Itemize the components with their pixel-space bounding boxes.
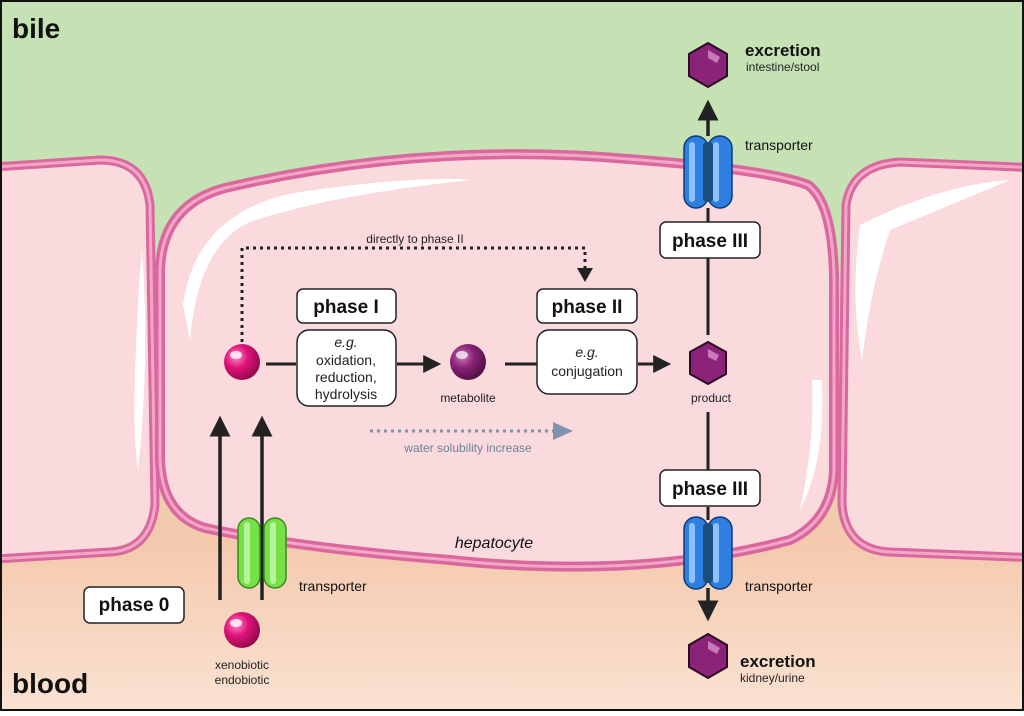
cell-highlight [183,178,470,340]
phase0-label: phase 0 [99,595,170,616]
blood-excretion-title: excretion [740,652,816,671]
blood-transporter-label: transporter [745,578,813,594]
phase1-label: phase I [313,297,378,318]
product-label: product [691,391,732,405]
direct-arrow-label: directly to phase II [366,232,463,246]
phase3-bottom-label: phase III [672,479,748,500]
input-label-line2: endobiotic [215,673,270,687]
phase3-bottom-box [659,469,761,507]
phase2-line1: conjugation [551,363,623,379]
xenobiotic-molecule-icon [224,612,260,648]
bile-excretion-sub: intestine/stool [746,60,819,74]
bile-label: bile [12,13,60,44]
bile-transporter-icon [683,135,733,209]
phase2-reaction-box [536,329,638,395]
substrate-molecule-icon [224,344,260,380]
phase1-line3: hydrolysis [315,386,377,402]
phase0-box [83,586,185,624]
metabolite-icon [450,344,486,380]
phase1-line1: oxidation, [316,352,376,368]
entry-transporter-label: transporter [299,578,367,594]
phase3-top-label: phase III [672,231,748,252]
hepatocyte-label: hepatocyte [455,535,533,552]
solubility-label: water solubility increase [403,441,532,455]
product-hexagon-icon [689,340,727,386]
phase2-eg: e.g. [575,344,598,360]
direct-to-phase2-arrow [240,246,587,342]
phase1-box [296,288,397,324]
bile-excretion-title: excretion [745,41,821,60]
neighbor-cell-left [0,155,160,564]
bile-excretion-hexagon-icon [688,41,728,89]
metabolite-label: metabolite [440,391,496,405]
blood-excretion-sub: kidney/urine [740,671,805,685]
blood-label: blood [12,668,88,699]
phase3-top-box [659,221,761,259]
bile-transporter-label: transporter [745,137,813,153]
neighbor-cell-right [837,157,1024,562]
input-label-line1: xenobiotic [215,658,269,672]
phase1-line2: reduction, [315,369,376,385]
blood-transporter-icon [683,516,733,590]
blood-excretion-hexagon-icon [688,632,728,680]
phase2-box [536,288,638,324]
phase1-reaction-box [296,329,397,407]
phase1-eg: e.g. [334,334,357,350]
phase2-label: phase II [552,297,623,318]
entry-transporter-icon [237,517,287,589]
